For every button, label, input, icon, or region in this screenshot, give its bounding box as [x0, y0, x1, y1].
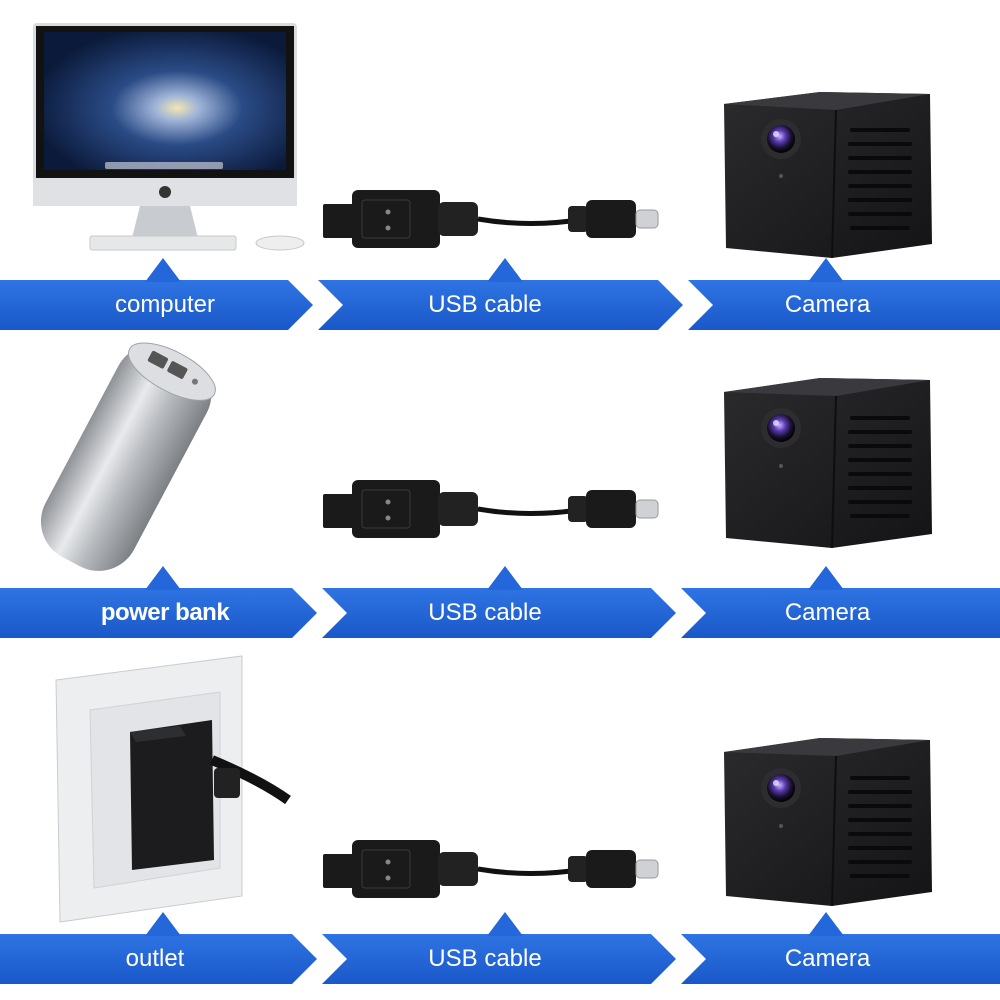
connection-row-computer: computer USB cable Camera [0, 0, 1000, 330]
pointer-arrow-icon [808, 258, 844, 282]
cable-label: USB cable [360, 588, 610, 638]
target-label: Camera [730, 934, 925, 984]
connection-row-outlet: outlet USB cable Camera [0, 640, 1000, 1000]
pointer-arrow-icon [487, 258, 523, 282]
connection-row-power-bank: power bank USB cable Camera [0, 330, 1000, 640]
cable-label: USB cable [360, 280, 610, 330]
pointer-arrow-icon [145, 258, 181, 282]
pointer-arrow-icon [808, 912, 844, 936]
cable-label: USB cable [360, 934, 610, 984]
pointer-arrow-icon [487, 566, 523, 590]
camera-icon [0, 0, 1000, 280]
pointer-arrow-icon [808, 566, 844, 590]
pointer-arrow-icon [145, 566, 181, 590]
camera-icon [0, 640, 1000, 940]
target-label: Camera [730, 280, 925, 330]
pointer-arrow-icon [487, 912, 523, 936]
target-label: Camera [730, 588, 925, 638]
pointer-arrow-icon [145, 912, 181, 936]
source-label: outlet [50, 934, 260, 984]
source-label: power bank [60, 588, 270, 638]
source-label: computer [60, 280, 270, 330]
camera-icon [0, 330, 1000, 590]
